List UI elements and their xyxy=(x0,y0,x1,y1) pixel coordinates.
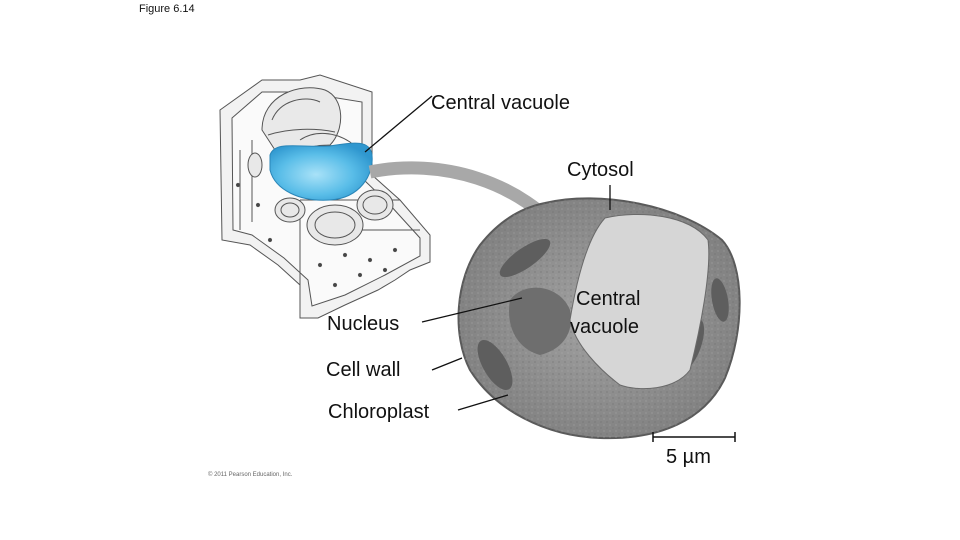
label-cell-wall: Cell wall xyxy=(326,359,401,381)
leader-lines xyxy=(364,95,611,411)
figure-label: Figure 6.14 xyxy=(139,3,195,15)
scale-bar xyxy=(652,432,736,442)
label-central-vacuole-micro-1: Central xyxy=(576,288,641,310)
label-central-vacuole: Central vacuole xyxy=(431,92,570,114)
central-vacuole-shape xyxy=(269,142,373,201)
label-nucleus: Nucleus xyxy=(327,313,400,335)
micrograph xyxy=(457,197,741,440)
label-chloroplast: Chloroplast xyxy=(328,401,430,423)
label-scale-bar: 5 µm xyxy=(666,446,711,468)
label-cytosol: Cytosol xyxy=(567,159,634,181)
label-central-vacuole-micro-2: vacuole xyxy=(570,316,639,338)
copyright-notice: © 2011 Pearson Education, Inc. xyxy=(208,472,293,478)
